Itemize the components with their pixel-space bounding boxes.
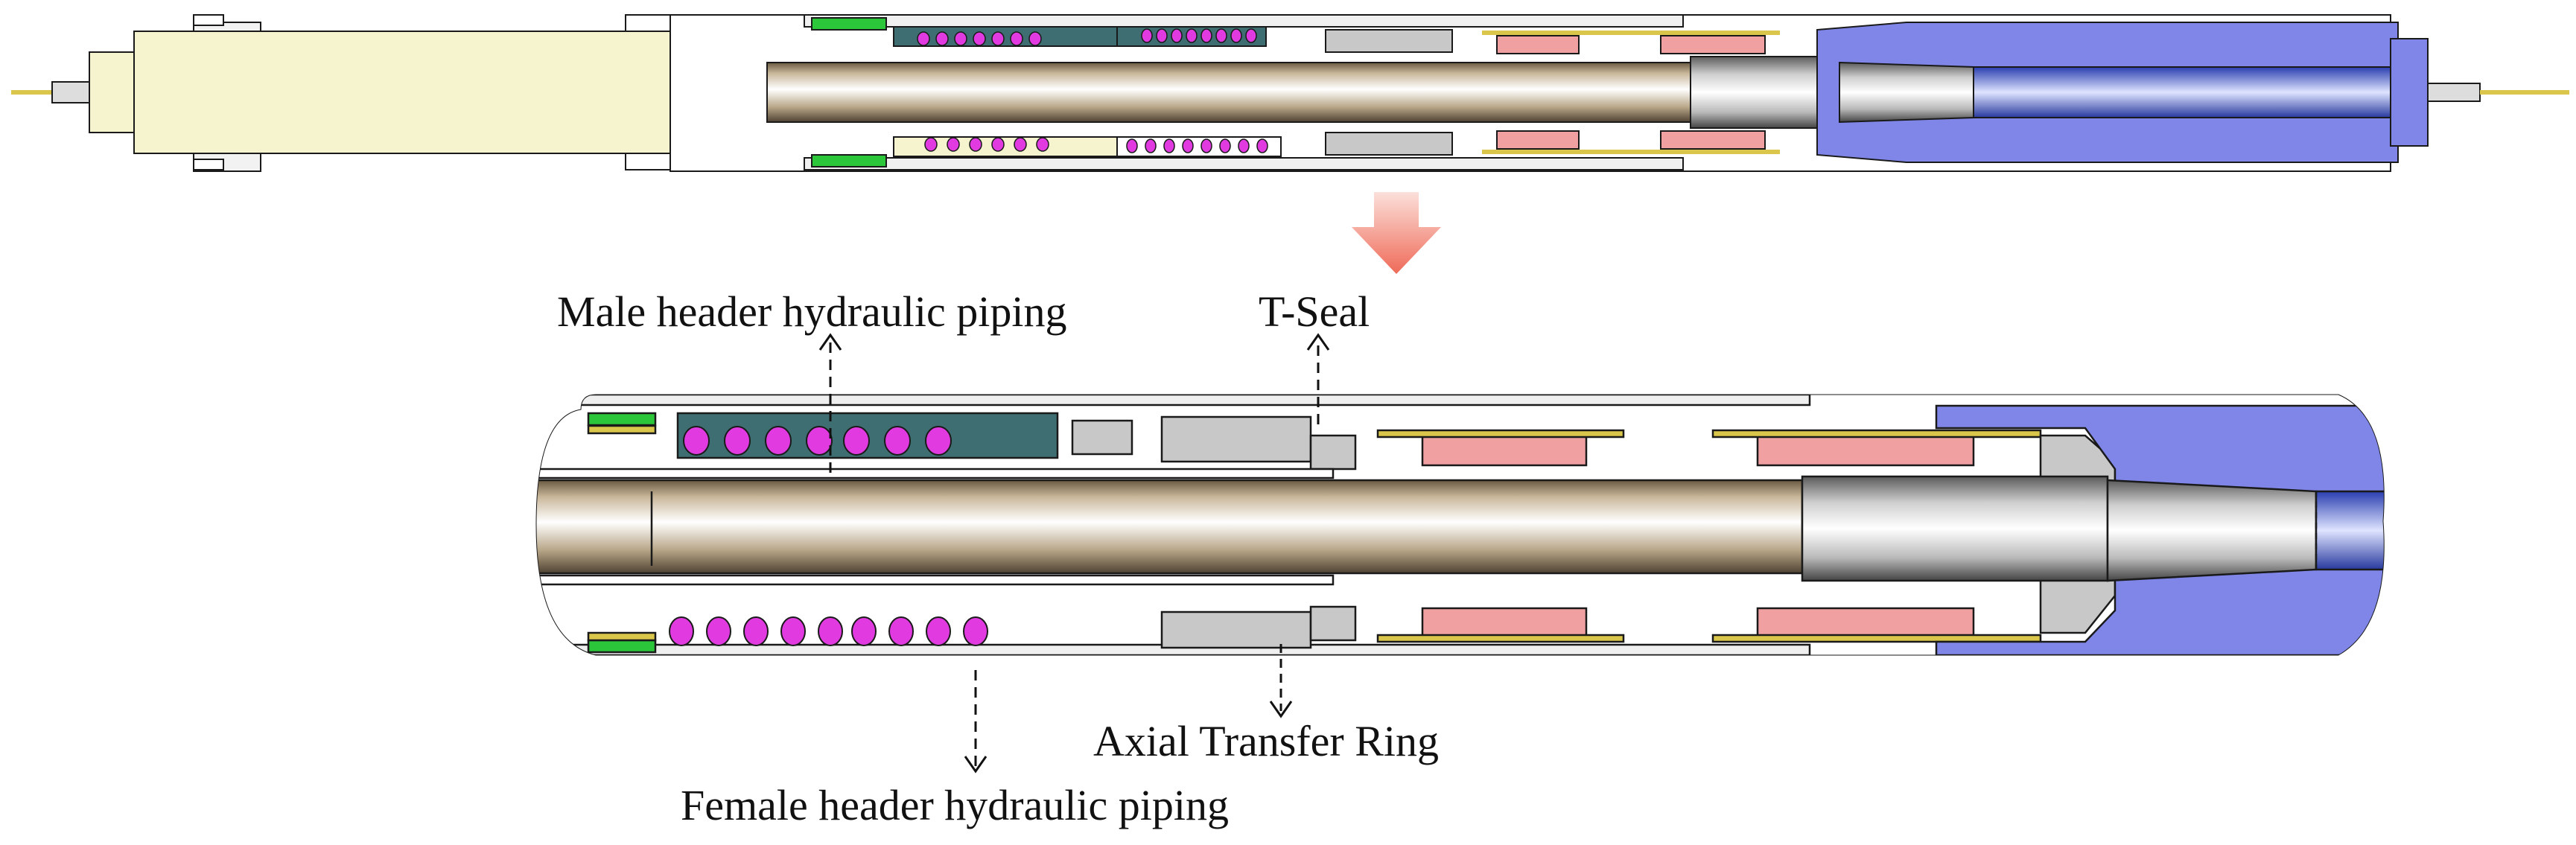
coil-turn: [706, 616, 731, 646]
down-arrow-icon: [1352, 192, 1441, 274]
callout-lines: [818, 333, 1330, 774]
coil-turn: [954, 31, 967, 46]
coil-turn: [947, 137, 960, 152]
coil-turn: [1036, 137, 1049, 152]
coil-turn: [963, 616, 988, 646]
female-piping-label: Female header hydraulic piping: [681, 781, 1230, 829]
coil-turn: [1256, 138, 1268, 153]
coil-turn: [724, 426, 751, 456]
coil-turn: [1200, 138, 1212, 153]
coil-turn: [924, 137, 938, 152]
coil-turn: [765, 426, 792, 456]
female-piping-arrowhead: [964, 756, 988, 774]
coil-turn: [1230, 28, 1242, 43]
coil-turn: [1219, 138, 1231, 153]
coil-turn: [1200, 28, 1212, 43]
axial-ring-label: Axial Transfer Ring: [1093, 717, 1439, 765]
coil-turn: [1163, 138, 1175, 153]
coil-turn: [818, 616, 843, 646]
coil-turn: [1245, 28, 1257, 43]
overview-assembly: [11, 14, 2569, 172]
coil-turn: [888, 616, 914, 646]
coil-turn: [1010, 31, 1023, 46]
zoomed-coils: [669, 426, 988, 646]
coil-turn: [1014, 137, 1027, 152]
coil-turn: [851, 616, 877, 646]
coil-turn: [991, 137, 1005, 152]
coil-turn: [1171, 28, 1183, 43]
male-piping-label: Male header hydraulic piping: [557, 287, 1067, 336]
coil-turn: [743, 616, 769, 646]
coil-turn: [1186, 28, 1198, 43]
coil-turn: [1182, 138, 1194, 153]
coil-turn: [926, 616, 951, 646]
coil-turn: [935, 31, 949, 46]
coil-turn: [1126, 138, 1138, 153]
coil-turn: [780, 616, 806, 646]
coil-turn: [991, 31, 1005, 46]
coil-turn: [1028, 31, 1042, 46]
axial-ring-arrowhead: [1269, 701, 1293, 718]
zoom-outline: [535, 394, 2385, 656]
coil-turn: [1156, 28, 1168, 43]
t-seal-arrowhead: [1306, 333, 1330, 351]
coil-turn: [973, 31, 986, 46]
zoomed-section: [536, 395, 2385, 655]
overview-coils: [917, 28, 1268, 153]
coil-turn: [917, 31, 930, 46]
coil-turn: [1215, 28, 1227, 43]
male-piping-arrowhead: [818, 333, 842, 351]
coil-turn: [1141, 28, 1153, 43]
coil-turn: [683, 426, 710, 456]
t-seal-label: T-Seal: [1259, 287, 1370, 336]
coil-turn: [669, 616, 694, 646]
coil-turn: [843, 426, 870, 456]
coil-turn: [925, 426, 952, 456]
coil-turn: [806, 426, 833, 456]
coil-turn: [1145, 138, 1157, 153]
coil-turn: [1238, 138, 1250, 153]
coil-turn: [884, 426, 911, 456]
coil-turn: [969, 137, 982, 152]
